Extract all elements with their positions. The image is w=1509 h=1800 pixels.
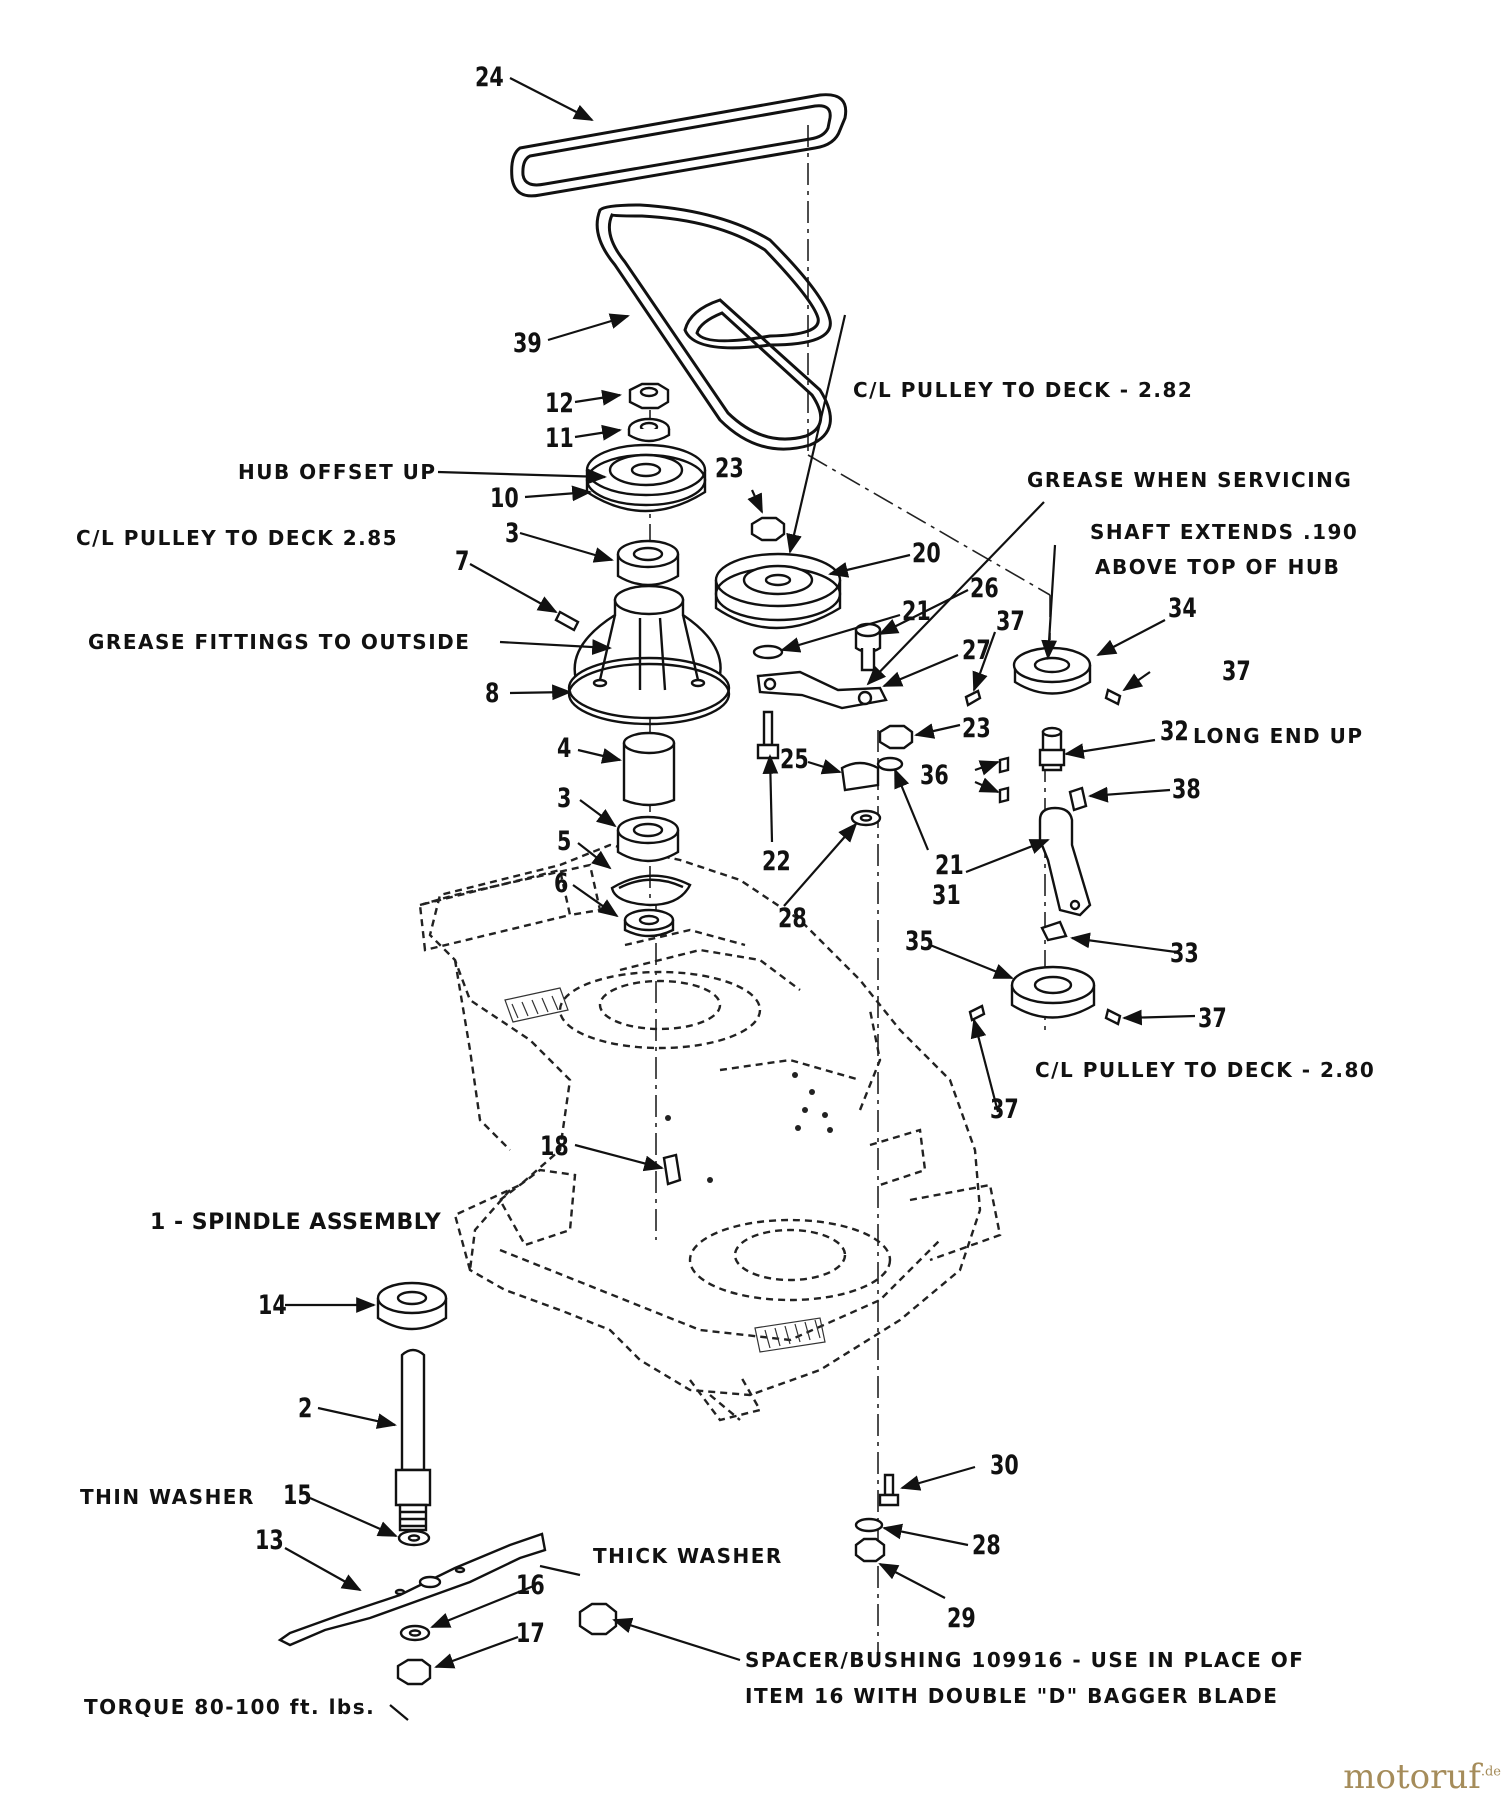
callout-12: 12: [545, 388, 574, 419]
callout-21-upper: 21: [902, 596, 931, 627]
callout-29: 29: [947, 1603, 976, 1634]
callout-22: 22: [762, 846, 791, 877]
note-thick-washer: THICK WASHER: [593, 1544, 783, 1568]
leader-arrows: [284, 77, 1196, 1669]
callout-10: 10: [490, 483, 519, 514]
left-spindle-parts: [554, 382, 731, 938]
blade-assembly: [277, 1153, 682, 1686]
callout-25: 25: [780, 744, 809, 775]
note-cl-pulley-280: C/L PULLEY TO DECK - 2.80: [1035, 1058, 1376, 1082]
note-shaft-extends-1: SHAFT EXTENDS .190: [1090, 520, 1359, 544]
assembly-title: 1 - SPINDLE ASSEMBLY: [150, 1210, 442, 1235]
callout-11: 11: [545, 423, 574, 454]
deck-hatch-pads: [504, 987, 826, 1353]
callout-26: 26: [970, 573, 999, 604]
callout-20: 20: [912, 538, 941, 569]
callout-33: 33: [1170, 938, 1199, 969]
callout-14: 14: [258, 1290, 287, 1321]
callout-21-lower: 21: [935, 850, 964, 881]
callout-35: 35: [905, 926, 934, 957]
callout-23-top: 23: [715, 453, 744, 484]
callout-28-upper: 28: [778, 903, 807, 934]
callout-3-upper: 3: [505, 518, 520, 549]
callout-7: 7: [455, 546, 470, 577]
callout-27: 27: [962, 635, 991, 666]
callout-5: 5: [557, 826, 572, 857]
callout-37-a: 37: [996, 606, 1025, 637]
mower-deck: [418, 843, 1002, 1422]
callout-8: 8: [485, 678, 500, 709]
note-long-end-up: LONG END UP: [1193, 724, 1364, 748]
deck-bolt-holes: [665, 1072, 833, 1183]
note-spacer-bushing-2: ITEM 16 WITH DOUBLE "D" BAGGER BLADE: [745, 1684, 1279, 1708]
callout-31: 31: [932, 880, 961, 911]
right-idler-parts: [964, 646, 1122, 1026]
callout-18: 18: [540, 1131, 569, 1162]
callout-3-lower: 3: [557, 783, 572, 814]
belt-39: [595, 203, 832, 451]
callout-30: 30: [990, 1450, 1019, 1481]
callout-6: 6: [554, 868, 569, 899]
callout-4: 4: [557, 733, 572, 764]
leader-lines: [389, 1564, 581, 1721]
callout-2: 2: [298, 1393, 313, 1424]
callout-15: 15: [283, 1480, 312, 1511]
callout-39: 39: [513, 328, 542, 359]
callout-28-lower: 28: [972, 1530, 1001, 1561]
belt-24: [510, 93, 848, 198]
callout-37-c: 37: [1198, 1003, 1227, 1034]
callout-36: 36: [920, 760, 949, 791]
callout-17: 17: [516, 1618, 545, 1649]
note-shaft-extends-2: ABOVE TOP OF HUB: [1095, 555, 1341, 579]
callout-37-d: 37: [990, 1094, 1019, 1125]
callout-32: 32: [1160, 716, 1189, 747]
centerlines: [649, 125, 1051, 1660]
watermark-logo: motoruf.de: [1343, 1757, 1501, 1797]
note-torque: TORQUE 80-100 ft. lbs.: [84, 1695, 376, 1719]
callout-34: 34: [1168, 593, 1197, 624]
callout-37-b: 37: [1222, 656, 1251, 687]
note-hub-offset-up: HUB OFFSET UP: [238, 460, 437, 484]
bottom-right-hardware: [854, 1473, 900, 1563]
callout-38: 38: [1172, 774, 1201, 805]
note-grease-servicing: GREASE WHEN SERVICING: [1027, 468, 1353, 492]
center-idler-parts: [714, 516, 914, 827]
note-spacer-bushing-1: SPACER/BUSHING 109916 - USE IN PLACE OF: [745, 1648, 1305, 1672]
callout-16: 16: [516, 1570, 545, 1601]
note-thin-washer: THIN WASHER: [80, 1485, 255, 1509]
callout-23-mid: 23: [962, 713, 991, 744]
callout-13: 13: [255, 1525, 284, 1556]
callout-24: 24: [475, 62, 504, 93]
note-cl-pulley-282: C/L PULLEY TO DECK - 2.82: [853, 378, 1194, 402]
note-grease-fittings: GREASE FITTINGS TO OUTSIDE: [88, 630, 471, 654]
note-cl-pulley-285: C/L PULLEY TO DECK 2.85: [76, 526, 399, 550]
